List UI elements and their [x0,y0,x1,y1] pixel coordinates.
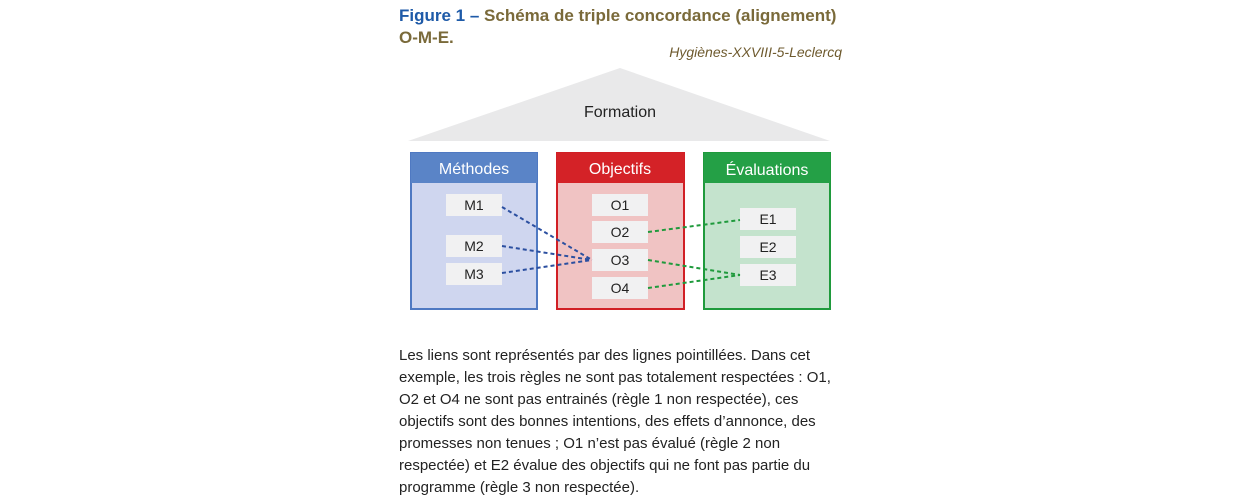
node-m3-label: M3 [464,266,484,282]
node-m2-label: M2 [464,238,484,254]
node-e3: E3 [740,264,796,286]
node-m2: M2 [446,235,502,257]
link-m3-o3 [501,259,593,274]
link-o3-e3 [647,259,741,276]
link-o4-e3 [647,274,741,289]
column-objectifs-header [557,153,684,183]
links [501,206,741,289]
link-m2-o3 [501,245,593,261]
figure-title-line2: O-M-E. [399,28,454,47]
column-methodes-label: Méthodes [439,161,509,178]
node-e1-box [740,208,796,230]
column-objectifs: Objectifs O1 O2 O3 O4 [556,152,685,310]
roof-shape [408,68,830,141]
node-o4: O4 [592,277,648,299]
column-evaluations-header [704,153,830,183]
node-o1-box [592,194,648,216]
node-o2-label: O2 [611,224,630,240]
node-e2-label: E2 [759,239,776,255]
node-m1-label: M1 [464,197,484,213]
column-evaluations: Évaluations E1 E2 E3 [703,152,831,310]
figure-title-line1: Schéma de triple concordance (alignement… [484,6,837,25]
node-m1-box [446,194,502,216]
node-o4-label: O4 [611,280,630,296]
node-o3-box [592,249,648,271]
node-o1-label: O1 [611,197,630,213]
node-e2: E2 [740,236,796,258]
node-m3: M3 [446,263,502,285]
figure-number: Figure 1 – [399,6,480,25]
figure-title: Figure 1 – Schéma de triple concordance … [399,5,879,49]
node-m3-box [446,263,502,285]
node-o3: O3 [592,249,648,271]
node-o4-box [592,277,648,299]
node-m1: M1 [446,194,502,216]
node-o2: O2 [592,221,648,243]
roof-label: Formation [584,104,656,121]
link-o2-e1 [647,219,741,233]
link-m1-o3 [501,206,593,261]
node-e1: E1 [740,208,796,230]
triple-concordance-diagram: Formation Méthodes M1 M2 M3 Objectifs O1… [408,68,831,310]
node-e2-box [740,236,796,258]
column-objectifs-label: Objectifs [589,161,651,178]
column-evaluations-label: Évaluations [726,160,809,179]
figure-caption: Les liens sont représentés par des ligne… [399,347,831,496]
column-methodes: Méthodes M1 M2 M3 [410,152,538,310]
node-o1: O1 [592,194,648,216]
node-m2-box [446,235,502,257]
node-e3-label: E3 [759,267,776,283]
figure-credit: Hygiènes-XXVIII-5-Leclercq [669,44,842,60]
column-methodes-header [411,153,537,183]
node-o3-label: O3 [611,252,630,268]
node-e1-label: E1 [759,211,776,227]
node-e3-box [740,264,796,286]
node-o2-box [592,221,648,243]
